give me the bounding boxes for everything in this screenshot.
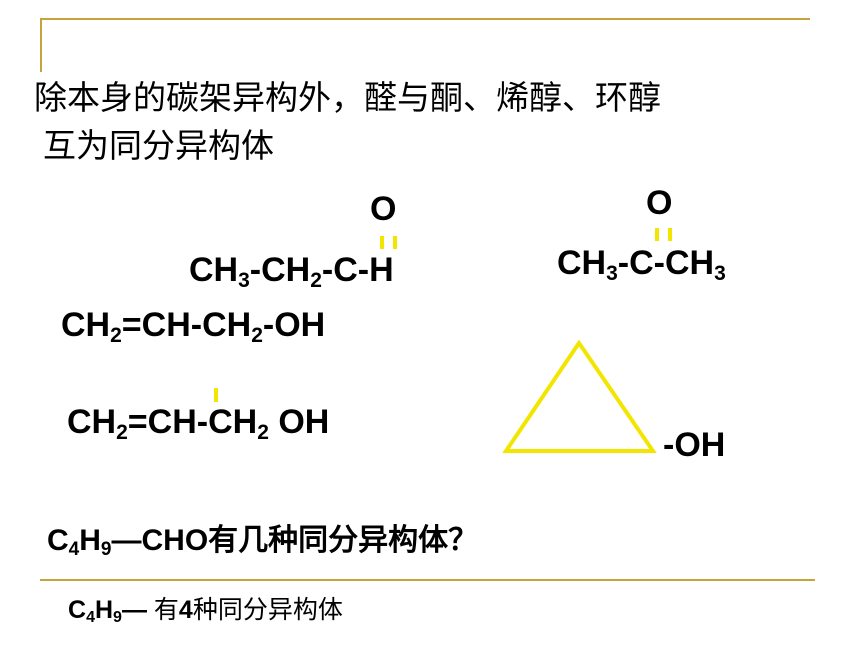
enol2-single-bond bbox=[214, 388, 218, 402]
ketone-double-bond-left bbox=[655, 228, 659, 241]
left-rule bbox=[40, 18, 42, 72]
intro-line-2: 互为同分异构体 bbox=[43, 126, 274, 165]
enol2-formula: CH2=CH-CH2 OH bbox=[67, 403, 330, 444]
ketone-oxygen: O bbox=[646, 184, 673, 222]
enol-formula: CH2=CH-CH2-OH bbox=[61, 306, 326, 347]
ketone-formula: CH3-C-CH3 bbox=[557, 244, 726, 285]
ketone-double-bond-right bbox=[668, 228, 672, 241]
question-text: C4H9—CHO有几种同分异构体？ bbox=[47, 523, 479, 560]
aldehyde-formula: CH3-CH2-C-H bbox=[189, 251, 394, 292]
aldehyde-double-bond-left bbox=[380, 236, 384, 249]
cyclic-oh-label: -OH bbox=[663, 426, 726, 464]
bottom-rule bbox=[40, 579, 815, 581]
aldehyde-oxygen: O bbox=[370, 190, 397, 228]
aldehyde-double-bond-right bbox=[393, 236, 397, 249]
top-rule bbox=[40, 18, 810, 20]
cyclopropane-ring bbox=[502, 339, 657, 453]
answer-text: C4H9— 有4种同分异构体 bbox=[68, 595, 343, 626]
cyclopropane-triangle bbox=[502, 339, 657, 453]
intro-line-1: 除本身的碳架异构外，醛与酮、烯醇、环醇 bbox=[34, 78, 661, 117]
